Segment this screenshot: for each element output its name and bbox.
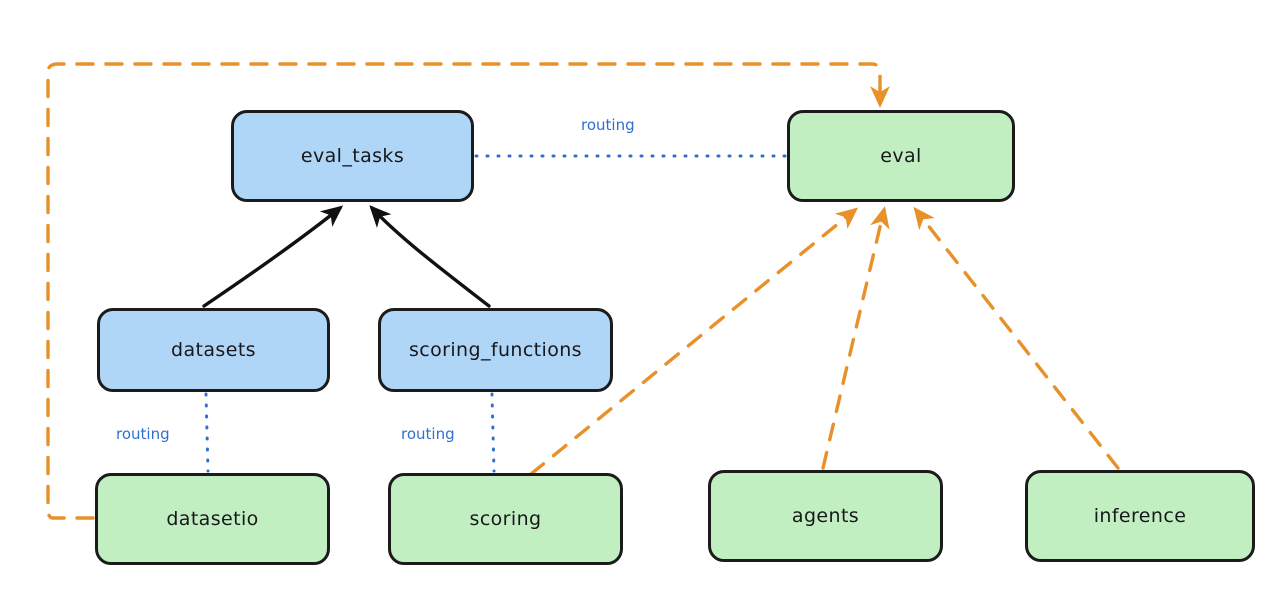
- edge-routing-scoring-functions-scoring: [490, 392, 496, 473]
- node-datasetio[interactable]: datasetio: [95, 473, 330, 565]
- node-label-datasetio: datasetio: [166, 507, 259, 530]
- edge-inference-eval: [913, 206, 1120, 470]
- edge-label-routing-scoring-functions-scoring: routing: [398, 425, 458, 443]
- node-agents[interactable]: agents: [708, 470, 943, 562]
- edge-routing-datasets-datasetio: [204, 392, 210, 473]
- node-eval[interactable]: eval: [787, 110, 1015, 202]
- node-scoring-functions[interactable]: scoring_functions: [378, 308, 613, 392]
- edge-agents-eval: [821, 206, 890, 470]
- node-scoring[interactable]: scoring: [388, 473, 623, 565]
- node-label-eval: eval: [880, 144, 922, 167]
- node-datasets[interactable]: datasets: [97, 308, 330, 392]
- node-label-inference: inference: [1093, 504, 1187, 527]
- node-label-scoring: scoring: [469, 507, 542, 530]
- edge-scoring-functions-eval-tasks: [369, 205, 491, 308]
- node-inference[interactable]: inference: [1025, 470, 1255, 562]
- node-label-agents: agents: [791, 504, 860, 527]
- node-label-eval-tasks: eval_tasks: [300, 144, 405, 167]
- node-label-datasets: datasets: [171, 338, 256, 361]
- node-eval-tasks[interactable]: eval_tasks: [231, 110, 474, 202]
- edge-datasets-eval-tasks: [202, 205, 344, 308]
- edge-label-routing-eval-tasks-eval: routing: [578, 116, 638, 134]
- node-label-scoring-functions: scoring_functions: [409, 338, 582, 361]
- edge-scoring-eval: [529, 207, 859, 476]
- edge-datasetio-eval: [46, 62, 890, 520]
- edge-label-routing-datasets-datasetio: routing: [113, 425, 173, 443]
